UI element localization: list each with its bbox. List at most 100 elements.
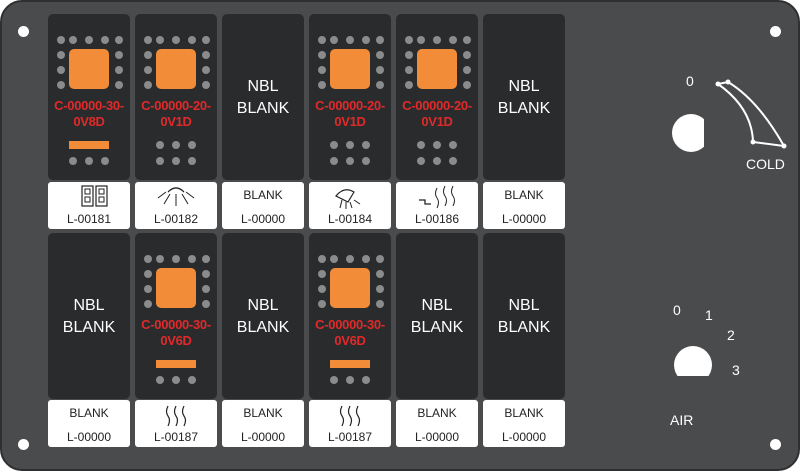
switch-label-card: L-00187	[309, 400, 391, 447]
rocker-switch[interactable]: C-00000-20-0V1D	[309, 14, 391, 180]
indicator-dot	[417, 141, 425, 149]
label-blank-text: BLANK	[504, 188, 544, 202]
part-number-line: 0V6D	[160, 333, 192, 348]
indicator-dot	[376, 285, 384, 293]
indicator-dot	[346, 157, 354, 165]
indicator-dot	[405, 51, 413, 59]
indicator-dot	[144, 270, 152, 278]
indicator-dot	[346, 36, 354, 44]
indicator-dot	[376, 255, 384, 263]
rocker-pad[interactable]	[330, 49, 370, 89]
indicator-dot	[144, 66, 152, 74]
screw-top-left	[18, 26, 29, 37]
switch-label-card: L-00182	[135, 182, 217, 229]
rocker-pad[interactable]	[330, 268, 370, 308]
indicator-dot	[156, 255, 164, 263]
rocker-switch[interactable]: C-00000-30-0V8D	[48, 14, 130, 180]
indicator-dot	[362, 36, 370, 44]
indicator-dot	[318, 51, 326, 59]
rocker-switch[interactable]: C-00000-30-0V6D	[135, 233, 217, 399]
indicator-dot	[101, 157, 109, 165]
part-number-line: 0V8D	[73, 114, 105, 129]
switch-label-card: L-00184	[309, 182, 391, 229]
indicator-dot	[115, 81, 123, 89]
indicator-dot	[188, 141, 196, 149]
air-label: AIR	[670, 412, 694, 428]
indicator-dot	[463, 81, 471, 89]
temp-cold-label: COLD	[746, 156, 785, 172]
label-code: L-00000	[240, 212, 286, 226]
indicator-dot	[172, 141, 180, 149]
label-code: L-00000	[66, 430, 112, 444]
indicator-dot	[346, 376, 354, 384]
part-number-line: C-00000-20-	[315, 98, 385, 113]
indicator-bar	[69, 141, 109, 149]
switch-label-card: L-00187	[135, 400, 217, 447]
indicator-dot	[463, 51, 471, 59]
indicator-dot	[346, 255, 354, 263]
indicator-dot	[362, 376, 370, 384]
indicator-dot	[202, 285, 210, 293]
indicator-dot	[101, 36, 109, 44]
indicator-dot	[156, 36, 164, 44]
temp-knob[interactable]	[672, 114, 710, 152]
blank-line-1: NBL	[247, 297, 279, 314]
indicator-dot	[188, 157, 196, 165]
indicator-dot	[144, 51, 152, 59]
indicator-dot	[318, 255, 326, 263]
label-code: L-00186	[414, 212, 460, 226]
rocker-switch[interactable]: C-00000-20-0V1D	[135, 14, 217, 180]
rocker-pad[interactable]	[69, 49, 109, 89]
indicator-dot	[115, 51, 123, 59]
blank-line-2: BLANK	[410, 319, 464, 336]
indicator-dot	[172, 376, 180, 384]
label-code: L-00000	[501, 212, 547, 226]
indicator-dot	[172, 36, 180, 44]
air-pos-0: 0	[673, 302, 681, 318]
screw-bottom-left	[18, 439, 29, 450]
rocker-pad[interactable]	[156, 268, 196, 308]
label-code: L-00000	[240, 430, 286, 444]
rocker-pad[interactable]	[156, 49, 196, 89]
indicator-dot	[188, 36, 196, 44]
blank-plug: NBL BLANK	[396, 233, 478, 399]
indicator-dot	[85, 157, 93, 165]
screw-bottom-right	[770, 439, 781, 450]
part-number-line: 0V1D	[334, 114, 366, 129]
indicator-bar	[330, 360, 370, 368]
indicator-dot	[405, 81, 413, 89]
indicator-dot	[144, 285, 152, 293]
switch-label-card: L-00181	[48, 182, 130, 229]
indicator-dot	[463, 36, 471, 44]
indicator-dot	[144, 36, 152, 44]
label-code: L-00181	[66, 212, 112, 226]
label-blank-text: BLANK	[417, 406, 457, 420]
rocker-switch[interactable]: C-00000-20-0V1D	[396, 14, 478, 180]
indicator-dot	[57, 51, 65, 59]
blank-line-1: NBL	[421, 297, 453, 314]
indicator-dot	[69, 36, 77, 44]
rocker-pad[interactable]	[417, 49, 457, 89]
label-code: L-00182	[153, 212, 199, 226]
blank-line-1: NBL	[508, 78, 540, 95]
indicator-dot	[144, 255, 152, 263]
part-number-line: C-00000-20-	[141, 98, 211, 113]
blank-line-1: NBL	[508, 297, 540, 314]
indicator-dot	[433, 141, 441, 149]
part-number-line: C-00000-30-	[315, 317, 385, 332]
indicator-dot	[330, 141, 338, 149]
shower-light-icon	[335, 189, 361, 209]
label-blank-text: BLANK	[243, 406, 283, 420]
indicator-dot	[330, 255, 338, 263]
part-number-line: 0V1D	[160, 114, 192, 129]
temp-cold-arc-icon	[715, 79, 787, 149]
indicator-dot	[115, 66, 123, 74]
rocker-switch[interactable]: C-00000-30-0V6D	[309, 233, 391, 399]
indicator-dot	[362, 255, 370, 263]
